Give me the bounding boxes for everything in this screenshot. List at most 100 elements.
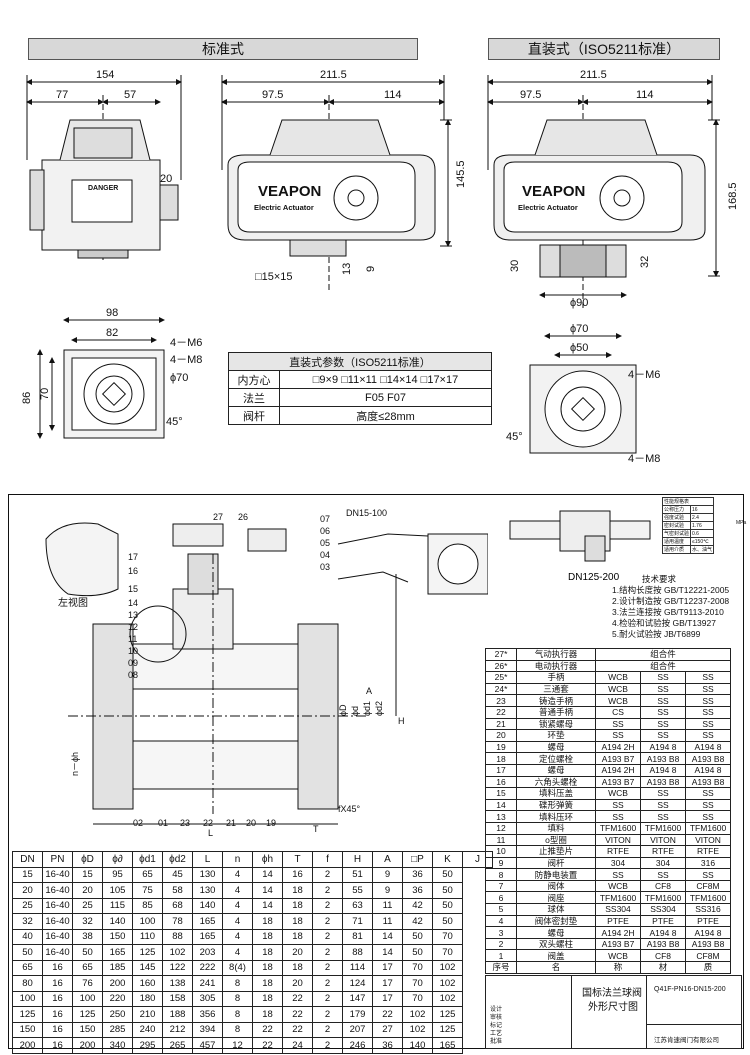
requirement-item: 2.设计制造按 GB/T12237-2008 [612, 596, 730, 606]
dim-table-cell: 32 [72, 913, 103, 930]
material-cell: SS [595, 798, 641, 812]
material-cell: CF8 [640, 949, 686, 963]
dim-table-cell: 36 [372, 1037, 403, 1054]
dim-table-cell: 165 [192, 913, 223, 930]
label-4-m6-std: 4－M6 [170, 337, 202, 349]
dim-table-header: T [282, 851, 313, 868]
dim-table-cell: 71 [342, 913, 373, 930]
dim-table-cell: 2 [312, 975, 343, 992]
dim-phi90: ϕ90 [570, 297, 588, 309]
dim-table-cell: 20 [282, 944, 313, 961]
dim-table-cell: 16 [282, 866, 313, 883]
dim-table-header: DN [12, 851, 43, 868]
callout-05: 23 [180, 818, 190, 828]
dim-table-cell: 188 [162, 1006, 193, 1023]
material-cell: A194 8 [685, 763, 731, 777]
dim-table-cell: 22 [282, 1021, 313, 1038]
dim-table-cell: 36 [402, 866, 433, 883]
callout-08: 08 [128, 670, 138, 680]
dim-table-header: ϕd2 [162, 851, 193, 868]
dim-table-cell: 240 [132, 1021, 163, 1038]
dim-table-cell: 50 [432, 866, 463, 883]
material-cell: A193 B8 [685, 752, 731, 765]
label-4-m8-std: 4－M8 [170, 354, 202, 366]
direct-mount-param-table: 直装式参数（ISO5211标准） 内方心□9×9 □11×11 □14×14 □… [228, 352, 492, 425]
material-cell: WCB [595, 682, 641, 696]
param-value: □9×9 □11×11 □14×14 □17×17 [279, 370, 492, 389]
dim-table-cell: 65 [132, 866, 163, 883]
dim-table-cell: 70 [402, 959, 433, 976]
dim-table-cell: 185 [102, 959, 133, 976]
material-cell: TFM1600 [595, 891, 641, 905]
perf-value: ≤150℃ [690, 537, 715, 546]
material-cell: 304 [595, 856, 641, 870]
dim-table-cell: 4 [222, 944, 253, 961]
dim-table-cell: 102 [432, 959, 463, 976]
perf-label: 气密封试验 [661, 529, 692, 538]
dim-table-cell: 200 [102, 975, 133, 992]
title-block: 国标法兰球阀 外形尺寸图 Q41F-PN16-DN15-200 江苏肯速阀门有限… [485, 975, 742, 1049]
dim-table-cell: 20 [12, 882, 43, 899]
material-cell: SS [595, 868, 641, 881]
dim-table-cell: 22 [372, 1006, 403, 1023]
param-label: 内方心 [228, 370, 280, 389]
dim-table-cell: 18 [252, 913, 283, 930]
material-cell: 螺母 [516, 926, 596, 939]
requirement-item: 5.耐火试验按 JB/T6899 [612, 629, 701, 639]
dim-table-cell: 200 [72, 1037, 103, 1054]
material-cell: 10 [485, 845, 517, 858]
dim-table-cell: 18 [282, 959, 313, 976]
dim-table-cell: 27 [372, 1021, 403, 1038]
brand-veapon-direct: VEAPON [522, 183, 585, 200]
product-subtitle: 外形尺寸图 [588, 1002, 638, 1013]
dim-table-cell: 81 [342, 928, 373, 945]
perf-value: 16 [690, 505, 715, 514]
label-fx45: fX45° [338, 804, 361, 814]
dim-table-cell: 125 [432, 1021, 463, 1038]
dim-table-cell: 16-40 [42, 944, 73, 961]
material-cell: SS [640, 729, 686, 742]
material-footer-cell: 序号 [485, 961, 517, 974]
material-cell: A193 B8 [685, 775, 731, 789]
dim-table-cell: 20 [72, 882, 103, 899]
dim-table-cell: 18 [252, 975, 283, 992]
dim-table-cell: 102 [402, 1021, 433, 1038]
dim-table-cell: 222 [192, 959, 223, 976]
dim-H: H [398, 716, 405, 726]
dim-table-cell: 50 [432, 897, 463, 914]
material-row: 26*电动执行器组合件 [485, 659, 731, 673]
material-cell: 14 [485, 798, 517, 812]
dim-square-15: □15×15 [255, 271, 293, 283]
dim-13: 13 [341, 263, 353, 275]
material-cell: SS [685, 787, 731, 800]
dim-table-cell: 16-40 [42, 897, 73, 914]
brand-veapon-std: VEAPON [258, 183, 321, 200]
material-cell: A194 8 [640, 763, 686, 777]
dim-table-cell: 110 [132, 928, 163, 945]
material-cell: 26* [485, 659, 517, 673]
dim-table-cell: 305 [192, 990, 223, 1007]
dim-table-cell: 18 [252, 959, 283, 976]
dn-label-2: DN125-200 [568, 572, 620, 583]
dim-table-cell: 100 [132, 913, 163, 930]
dim-table-cell: 8 [222, 1006, 253, 1023]
material-cell: SS [685, 729, 731, 742]
dim-table-cell: 11 [372, 913, 403, 930]
dim-table-cell: 70 [432, 944, 463, 961]
dim-table-header: L [192, 851, 223, 868]
material-cell: TFM1600 [640, 821, 686, 835]
material-cell: SS [640, 798, 686, 812]
material-cell: CF8 [640, 879, 686, 893]
material-cell: 20 [485, 729, 517, 742]
material-cell: SS [640, 705, 686, 719]
dim-table-cell: 2 [312, 1006, 343, 1023]
